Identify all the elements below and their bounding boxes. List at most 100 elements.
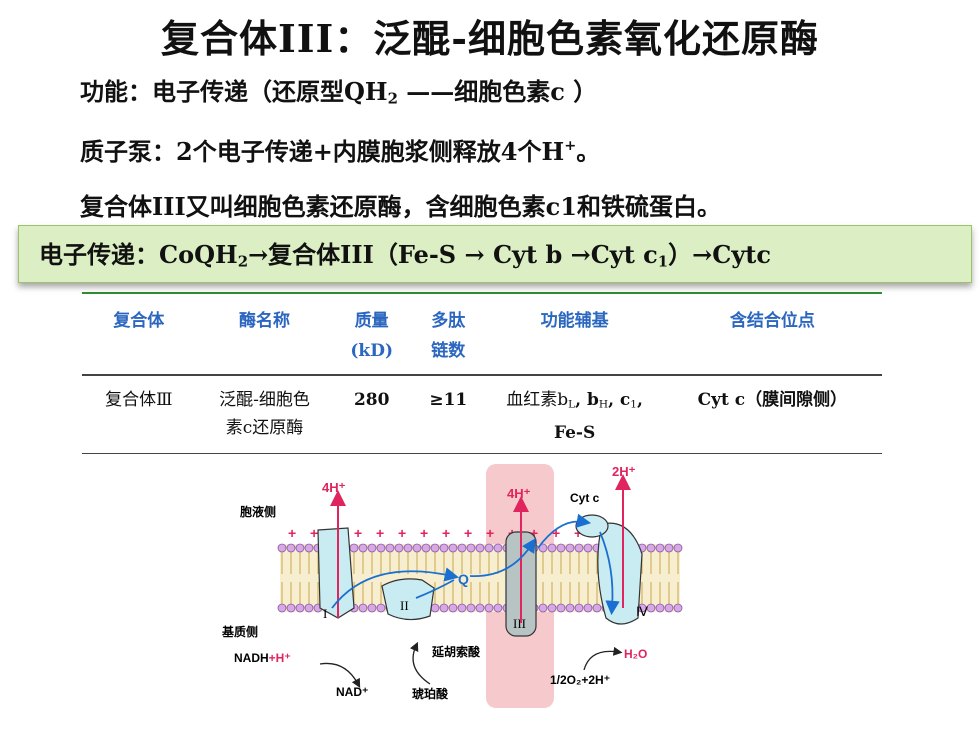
oxygen-label: 1/2O₂+2H⁺ bbox=[550, 673, 610, 687]
lipid-head bbox=[349, 543, 359, 553]
lipid-head bbox=[448, 603, 458, 613]
proton-label-i: 4H⁺ bbox=[322, 480, 346, 495]
lipid-head bbox=[655, 603, 665, 613]
lipid-head bbox=[430, 543, 440, 553]
lipid-head bbox=[565, 603, 575, 613]
lipid-head bbox=[385, 543, 395, 553]
proton-pump-text: 质子泵：2个电子传递+内膜胞浆侧释放4个H bbox=[80, 137, 565, 166]
nadh-label: NADH+H⁺ bbox=[234, 651, 291, 665]
function-subscript: 2 bbox=[387, 89, 398, 108]
lipid-head bbox=[439, 603, 449, 613]
lipid-head bbox=[295, 603, 305, 613]
cell-groups: 血红素bL, bH, c1,Fe-S bbox=[506, 390, 643, 443]
nadh-arrow bbox=[319, 662, 361, 688]
lipid-head bbox=[484, 603, 494, 613]
nad-label: NAD⁺ bbox=[336, 685, 368, 699]
complex-ii bbox=[381, 578, 435, 621]
lipid-head bbox=[457, 543, 467, 553]
proton-label-iii: 4H⁺ bbox=[507, 486, 531, 501]
complex-ii-label: II bbox=[400, 598, 409, 613]
cell-mass: 280 bbox=[353, 390, 390, 410]
lipid-head bbox=[655, 543, 665, 553]
header-chains: 多肽链数 bbox=[431, 311, 466, 361]
proton-label-iv: 2H⁺ bbox=[612, 464, 636, 479]
lipid-head bbox=[475, 543, 485, 553]
lipid-head bbox=[358, 603, 368, 613]
lipid-head bbox=[592, 603, 602, 613]
lipid-head bbox=[277, 603, 287, 613]
plus-sign: + bbox=[552, 525, 560, 541]
lipid-head bbox=[574, 543, 584, 553]
lipid-head bbox=[547, 603, 557, 613]
banner-text-3: ）→Cytc bbox=[668, 240, 772, 269]
electron-path-iii-cytc bbox=[537, 513, 592, 549]
lipid-head bbox=[673, 543, 683, 553]
cell-chains: ≥11 bbox=[429, 390, 468, 410]
cytosol-side-label: 胞液侧 bbox=[240, 504, 276, 519]
banner-sub-1: 2 bbox=[237, 252, 249, 271]
header-mass: 质量(kD) bbox=[350, 311, 393, 361]
lipid-head bbox=[448, 543, 458, 553]
electron-transfer-banner: 电子传递：CoQH2→复合体III（Fe-S → Cyt b →Cyt c1）→… bbox=[18, 225, 972, 283]
cell-site: Cyt c（膜间隙侧） bbox=[697, 390, 848, 410]
respiratory-chain-diagram: ++++++++++++++ I II III Ⅳ Cyt c 4H⁺ 4H⁺ … bbox=[221, 464, 683, 708]
cytochrome-c bbox=[575, 514, 609, 538]
proton-pump-superscript: + bbox=[564, 136, 577, 154]
lipid-head bbox=[646, 543, 656, 553]
lipid-head bbox=[538, 603, 548, 613]
plus-sign: + bbox=[310, 525, 318, 541]
matrix-side-label: 基质侧 bbox=[221, 624, 258, 639]
water-label: H₂O bbox=[624, 647, 647, 661]
lipid-head bbox=[439, 543, 449, 553]
complex-table: 复合体 酶名称 质量(kD) 多肽链数 功能辅基 含结合位点 复合体Ⅲ 泛醌-细… bbox=[82, 292, 882, 454]
electron-path-cytc-iv bbox=[599, 531, 620, 616]
page-title: 复合体III：泛醌-细胞色素氧化还原酶 bbox=[160, 16, 820, 61]
lipid-head bbox=[304, 543, 314, 553]
lipid-head bbox=[556, 543, 566, 553]
lipid-head bbox=[412, 543, 422, 553]
lipid-head bbox=[556, 603, 566, 613]
electron-path-i-q bbox=[331, 567, 460, 609]
complex-iv-label: Ⅳ bbox=[636, 604, 648, 619]
lipid-head bbox=[286, 543, 296, 553]
lipid-head bbox=[466, 543, 476, 553]
lipid-head bbox=[475, 603, 485, 613]
lipid-head bbox=[295, 543, 305, 553]
function-text: 功能：电子传递（还原型QH bbox=[80, 77, 388, 106]
lipid-head bbox=[457, 603, 467, 613]
lipid-head bbox=[493, 603, 503, 613]
banner-text-2: →复合体III（Fe-S → Cyt b →Cyt c bbox=[248, 240, 658, 269]
electron-path-q-iii bbox=[469, 537, 536, 577]
electron-path-ii-q bbox=[415, 579, 455, 599]
lipid-head bbox=[583, 543, 593, 553]
lipid-head bbox=[493, 543, 503, 553]
function-line: 功能：电子传递（还原型QH2 ——细胞色素c ） bbox=[80, 72, 597, 108]
oxygen-arrow bbox=[583, 646, 623, 671]
lipid-head bbox=[277, 543, 287, 553]
lipid-head bbox=[664, 603, 674, 613]
header-groups: 功能辅基 bbox=[540, 311, 609, 331]
lipid-head bbox=[547, 543, 557, 553]
function-text-end: ——细胞色素c ） bbox=[397, 77, 598, 106]
plus-sign: + bbox=[376, 525, 384, 541]
plus-sign: + bbox=[530, 525, 538, 541]
complex-i-label: I bbox=[323, 606, 327, 621]
succinate-arrow bbox=[409, 641, 431, 685]
lipid-head bbox=[664, 543, 674, 553]
plus-sign: + bbox=[288, 525, 296, 541]
plus-sign: + bbox=[398, 525, 406, 541]
lipid-head bbox=[565, 543, 575, 553]
lipid-head bbox=[394, 543, 404, 553]
succinate-label: 琥珀酸 bbox=[412, 686, 449, 701]
fumarate-label: 延胡索酸 bbox=[431, 644, 481, 659]
alias-line: 复合体III又叫细胞色素还原酶，含细胞色素c1和铁硫蛋白。 bbox=[80, 192, 721, 221]
lipid-head bbox=[430, 603, 440, 613]
lipid-head bbox=[466, 603, 476, 613]
lipid-head bbox=[367, 543, 377, 553]
lipid-head bbox=[286, 603, 296, 613]
plus-sign: + bbox=[464, 525, 472, 541]
lipid-head bbox=[421, 543, 431, 553]
plus-sign: + bbox=[420, 525, 428, 541]
plus-sign: + bbox=[574, 525, 582, 541]
lipid-head bbox=[646, 603, 656, 613]
